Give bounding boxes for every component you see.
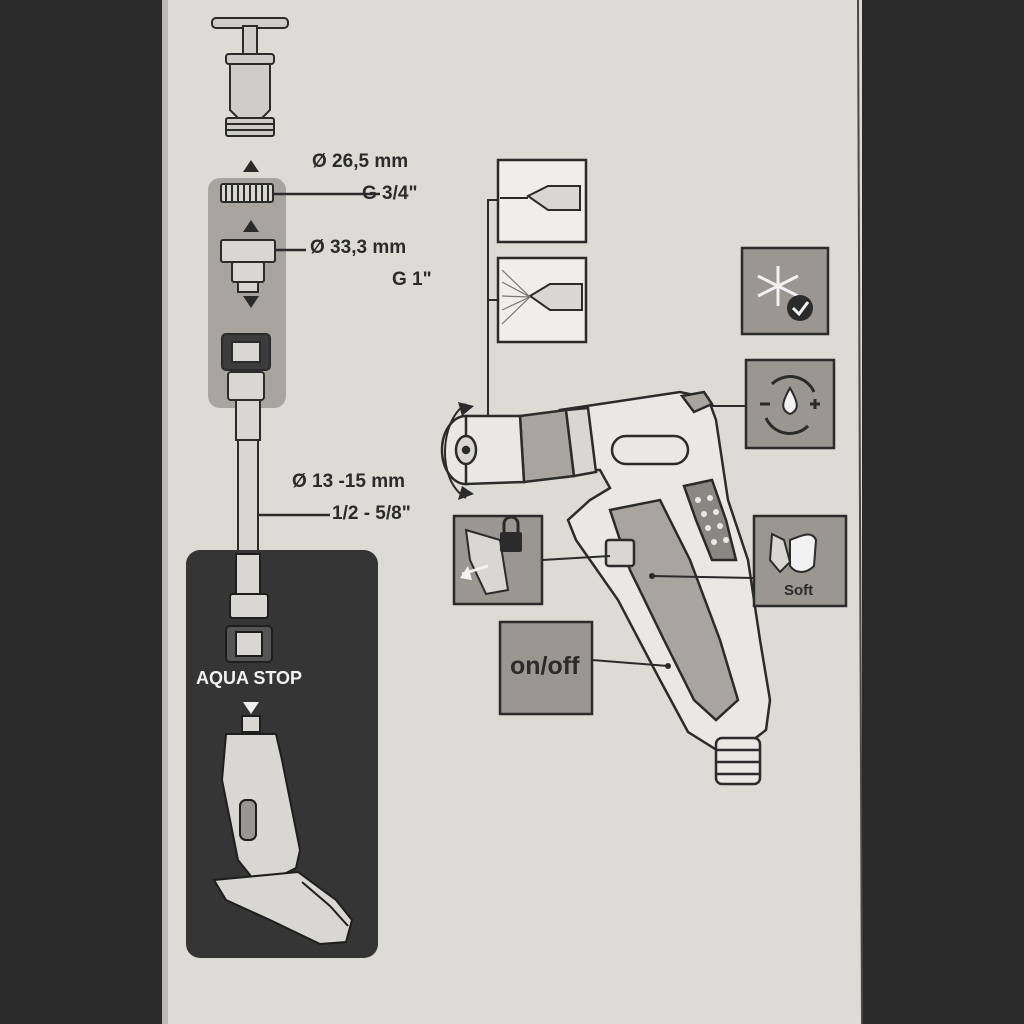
soft-grip-icon <box>752 514 848 608</box>
tap-icon <box>211 17 289 137</box>
mist-spray-icon <box>496 256 588 344</box>
jet-spray-icon <box>496 158 588 244</box>
soft-grip-label: Soft <box>784 582 814 599</box>
trigger-lock-icon <box>452 514 544 606</box>
main-spray-gun <box>440 390 772 786</box>
spray-gun-icon <box>212 715 354 946</box>
tap-diameter-label: Ø 26,5 mm <box>312 151 409 172</box>
frost-proof-icon <box>740 246 830 336</box>
thread-adapter <box>220 239 276 293</box>
hose-size-label: 1/2 - 5/8" <box>332 503 411 524</box>
adapter-thread-label: G 1" <box>392 269 432 290</box>
tap-connector <box>220 183 274 203</box>
flow-regulation-icon <box>744 358 836 450</box>
hose <box>237 439 259 553</box>
adapter-diameter-label: Ø 33,3 mm <box>310 237 407 258</box>
hose-diameter-label: Ø 13 -15 mm <box>292 471 405 492</box>
on-off-label: on/off <box>510 652 580 680</box>
tap-thread-label: G 3/4" <box>362 183 418 204</box>
rotation-arrow <box>444 403 467 499</box>
on-off-box <box>498 620 594 716</box>
aqua-stop-connector <box>225 553 273 663</box>
aqua-stop-label: AQUA STOP <box>196 668 303 688</box>
hose-connector <box>221 333 271 441</box>
